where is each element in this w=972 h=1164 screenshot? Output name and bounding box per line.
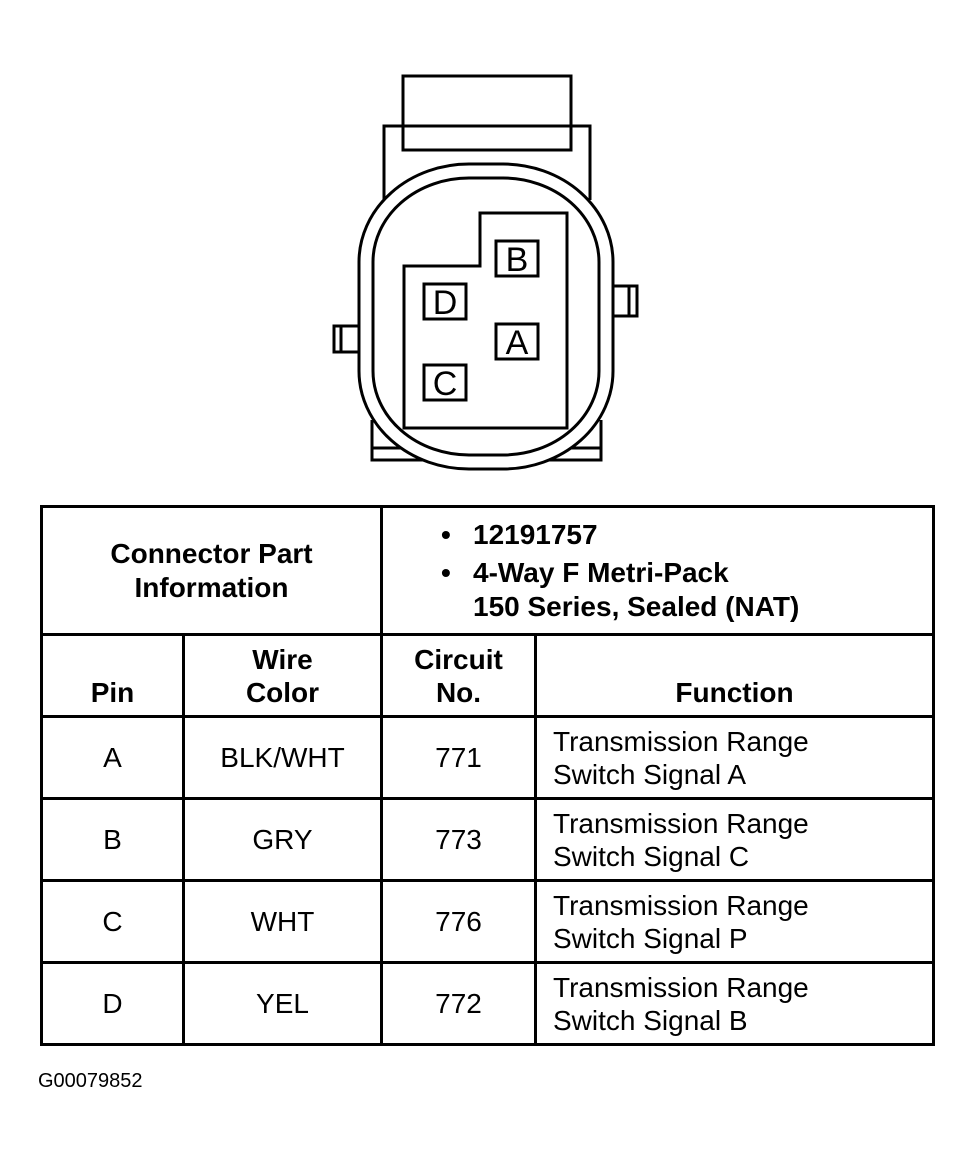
connector-pinout-table: Connector Part Information 12191757 4-Wa… [40, 505, 936, 1046]
pin-cell: B [40, 797, 185, 882]
info-title-line1: Connector Part [110, 537, 313, 569]
pin-b-box [494, 239, 540, 278]
circuit-cell: 772 [380, 961, 537, 1046]
table-row: C WHT 776 Transmission Range Switch Sign… [40, 879, 936, 964]
pin-a-box [494, 322, 540, 361]
part-description: 4-Way F Metri-Pack 150 Series, Sealed (N… [441, 556, 932, 624]
header-wire-color: Wire Color [182, 633, 383, 718]
function-cell: Transmission Range Switch Signal A [533, 715, 936, 800]
wire-color-cell: YEL [182, 961, 383, 1046]
connector-part-info-list: 12191757 4-Way F Metri-Pack 150 Series, … [379, 505, 936, 636]
info-title-line2: Information [134, 571, 289, 603]
header-function: Function [533, 633, 936, 718]
connector-housing-outer [357, 162, 615, 471]
function-cell: Transmission Range Switch Signal P [533, 879, 936, 964]
connector-side-tab-left [332, 324, 360, 354]
wire-color-cell: GRY [182, 797, 383, 882]
header-circuit-no: Circuit No. [380, 633, 537, 718]
connector-housing-inner [371, 176, 601, 457]
terminal-cavity-block [402, 211, 569, 430]
pin-d-label: D [433, 284, 458, 322]
table-header-row: Pin Wire Color Circuit No. Function [40, 633, 936, 718]
wire-color-cell: BLK/WHT [182, 715, 383, 800]
connector-latch-top [401, 74, 573, 128]
connector-face-diagram: B D A C [332, 74, 639, 471]
circuit-cell: 771 [380, 715, 537, 800]
wire-color-cell: WHT [182, 879, 383, 964]
function-cell: Transmission Range Switch Signal B [533, 961, 936, 1046]
part-number: 12191757 [441, 518, 932, 552]
figure-id: G00079852 [38, 1070, 143, 1092]
header-pin: Pin [40, 633, 185, 718]
connector-part-info-row: Connector Part Information 12191757 4-Wa… [40, 505, 936, 636]
function-cell: Transmission Range Switch Signal C [533, 797, 936, 882]
pin-cell: C [40, 879, 185, 964]
connector-latch-base [382, 124, 592, 200]
connector-side-tab-right [612, 284, 639, 318]
pin-d-box [422, 282, 468, 321]
table-row: B GRY 773 Transmission Range Switch Sign… [40, 797, 936, 882]
table-row: A BLK/WHT 771 Transmission Range Switch … [40, 715, 936, 800]
connector-part-info-title: Connector Part Information [40, 505, 383, 636]
pin-c-box [422, 363, 468, 402]
pin-a-label: A [506, 324, 529, 362]
circuit-cell: 776 [380, 879, 537, 964]
pin-c-label: C [433, 365, 458, 403]
circuit-cell: 773 [380, 797, 537, 882]
pin-cell: A [40, 715, 185, 800]
pin-cell: D [40, 961, 185, 1046]
pin-b-label: B [506, 241, 529, 279]
table-row: D YEL 772 Transmission Range Switch Sign… [40, 961, 936, 1046]
